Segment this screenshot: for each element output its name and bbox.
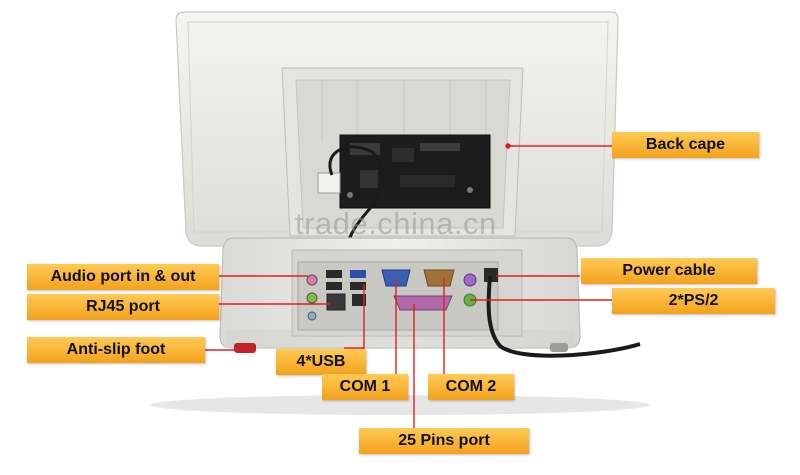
label-anti-slip-foot: Anti-slip foot <box>27 337 205 363</box>
label-com-2: COM 2 <box>428 374 514 400</box>
rj45-socket <box>326 293 346 311</box>
ps2-keyboard-port <box>463 273 477 287</box>
label-back-cape: Back cape <box>612 132 759 158</box>
label-com-1: COM 1 <box>322 374 408 400</box>
leader-lines <box>205 143 612 428</box>
anti-slip-foot-right <box>550 343 568 352</box>
audio-jack-blue <box>307 311 317 321</box>
power-cable <box>486 275 641 358</box>
label-audio-port: Audio port in & out <box>27 264 219 290</box>
label-rj45-port: RJ45 port <box>27 294 219 320</box>
circuit-board <box>317 134 491 264</box>
audio-jack-pink <box>306 274 318 286</box>
audio-jack-green <box>306 292 318 304</box>
anti-slip-foot-left <box>234 343 256 353</box>
power-socket <box>484 268 498 282</box>
label-4-usb: 4*USB <box>276 349 366 375</box>
label-power-cable: Power cable <box>581 258 757 284</box>
watermark-text: trade.china.cn <box>295 206 497 241</box>
label-2-ps2: 2*PS/2 <box>612 288 775 314</box>
com2-connector <box>423 269 455 287</box>
device-shadow <box>150 395 650 415</box>
label-25-pins-port: 25 Pins port <box>359 428 529 454</box>
usb-port <box>326 270 342 278</box>
io-panel <box>297 261 499 331</box>
parallel-25pin-connector <box>393 295 453 311</box>
